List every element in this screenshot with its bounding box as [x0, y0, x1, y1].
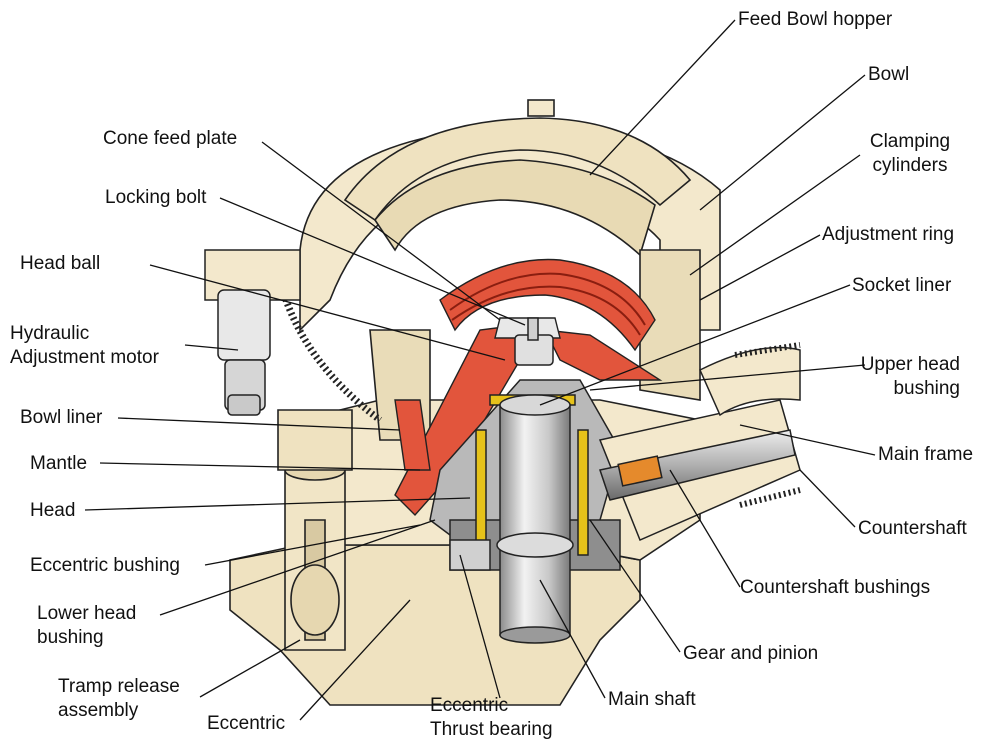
- eccentric-bushing-left: [475, 429, 487, 556]
- label-mantle: Mantle: [30, 453, 88, 474]
- label-cone-feed-plate: Cone feed plate: [103, 128, 238, 149]
- leader-countershaft-bushings: [669, 469, 741, 588]
- label-upper-head-bushing: Upper head bushing: [840, 353, 960, 401]
- label-lower-head-bushing-line1: Lower head: [37, 603, 137, 624]
- label-locking-bolt: Locking bolt: [105, 187, 207, 208]
- countershaft-bushing-orange: [617, 455, 663, 487]
- hydraulic-motor-drawing: [204, 249, 301, 416]
- leader-mantle: [99, 462, 421, 471]
- label-eccentric-bushing: Eccentric bushing: [30, 555, 180, 576]
- label-bowl-liner: Bowl liner: [20, 407, 103, 428]
- top-bracket: [527, 99, 555, 117]
- leader-head: [84, 497, 471, 511]
- leader-hydraulic-adjustment-motor: [184, 344, 239, 351]
- label-hydraulic-adjustment-motor-line1: Hydraulic: [10, 323, 90, 344]
- leader-lines: [84, 19, 876, 721]
- leader-main-shaft: [539, 579, 606, 699]
- label-upper-head-bushing-line1: Upper head: [860, 354, 960, 375]
- left-pedestal: [277, 409, 353, 471]
- label-eccentric-thrust-bearing: Eccentric Thrust bearing: [430, 694, 553, 742]
- leader-eccentric-bushing: [204, 524, 421, 566]
- leader-feed-bowl-hopper: [589, 19, 736, 176]
- label-clamping-cylinders: Clamping cylinders: [860, 130, 960, 178]
- label-clamping-cylinders-line2: cylinders: [872, 155, 948, 176]
- label-countershaft-bushings: Countershaft bushings: [740, 577, 931, 598]
- label-main-shaft: Main shaft: [608, 689, 696, 710]
- leader-upper-head-bushing: [589, 364, 866, 391]
- main-shaft-bottom: [499, 626, 571, 644]
- hopper-rim: [343, 117, 692, 222]
- tramp-release-spring: [290, 564, 340, 636]
- bowl-liner-left-strip: [394, 399, 431, 471]
- central-assembly-drawing: [429, 317, 621, 644]
- countershaft-drawing: [598, 342, 801, 541]
- label-eccentric: Eccentric: [207, 713, 286, 734]
- motor-bracket: [204, 249, 301, 301]
- leader-countershaft: [799, 469, 856, 528]
- main-shaft-collar: [496, 532, 574, 558]
- leader-cone-feed-plate: [261, 141, 501, 321]
- label-tramp-release-assembly-line1: Tramp release: [58, 676, 180, 697]
- bowl-liner-red: [439, 258, 656, 352]
- leader-clamping-cylinders: [689, 154, 861, 276]
- label-head-ball: Head ball: [20, 253, 101, 274]
- main-shaft: [499, 404, 571, 636]
- leader-adjustment-ring: [699, 234, 821, 301]
- leader-bowl: [699, 74, 866, 211]
- label-eccentric-thrust-bearing-line2: Thrust bearing: [430, 719, 553, 740]
- leader-eccentric: [299, 599, 411, 721]
- label-tramp-release-assembly-line2: assembly: [58, 700, 139, 721]
- label-tramp-release-assembly: Tramp release assembly: [58, 675, 180, 723]
- label-lower-head-bushing: Lower head bushing: [37, 602, 136, 650]
- label-clamping-cylinders-line1: Clamping: [869, 131, 951, 152]
- bowl-liner-ridge-1: [449, 272, 646, 326]
- label-countershaft: Countershaft: [858, 518, 967, 539]
- liners-drawing: [394, 258, 663, 517]
- label-bowl: Bowl: [868, 64, 910, 85]
- hopper-inner: [374, 159, 656, 257]
- leader-head-ball: [149, 264, 506, 361]
- label-head: Head: [30, 500, 76, 521]
- leader-lower-head-bushing: [159, 519, 436, 616]
- countershaft-tube: [599, 429, 796, 501]
- gear-teeth: [739, 487, 801, 508]
- eccentric-bushing-right: [577, 429, 589, 556]
- label-hydraulic-adjustment-motor: Hydraulic Adjustment motor: [10, 322, 159, 370]
- label-feed-bowl-hopper: Feed Bowl hopper: [738, 9, 893, 30]
- countershaft-end-flange: [699, 346, 801, 417]
- label-adjustment-ring: Adjustment ring: [822, 224, 955, 245]
- leader-locking-bolt: [219, 197, 526, 326]
- locking-bolt: [527, 317, 539, 341]
- label-hydraulic-adjustment-motor-line2: Adjustment motor: [10, 347, 159, 368]
- leader-bowl-liner: [117, 417, 401, 431]
- leader-main-frame: [739, 424, 876, 456]
- label-socket-liner: Socket liner: [852, 275, 952, 296]
- leader-socket-liner: [539, 284, 851, 406]
- label-main-frame: Main frame: [878, 444, 974, 465]
- label-lower-head-bushing-line2: bushing: [37, 627, 104, 648]
- mantle-right: [543, 329, 663, 381]
- leader-tramp-release-assembly: [199, 639, 301, 698]
- thrust-bearing: [449, 539, 491, 571]
- label-upper-head-bushing-line2: bushing: [893, 378, 960, 399]
- label-eccentric-thrust-bearing-line1: Eccentric: [430, 695, 509, 716]
- label-gear-and-pinion: Gear and pinion: [683, 643, 819, 664]
- leader-eccentric-thrust-bearing: [459, 554, 501, 699]
- bowl-liner-ridge-2: [451, 285, 641, 336]
- countershaft-end-ribs: [734, 342, 801, 358]
- motor-cap: [227, 394, 261, 416]
- leader-gear-and-pinion: [589, 519, 681, 653]
